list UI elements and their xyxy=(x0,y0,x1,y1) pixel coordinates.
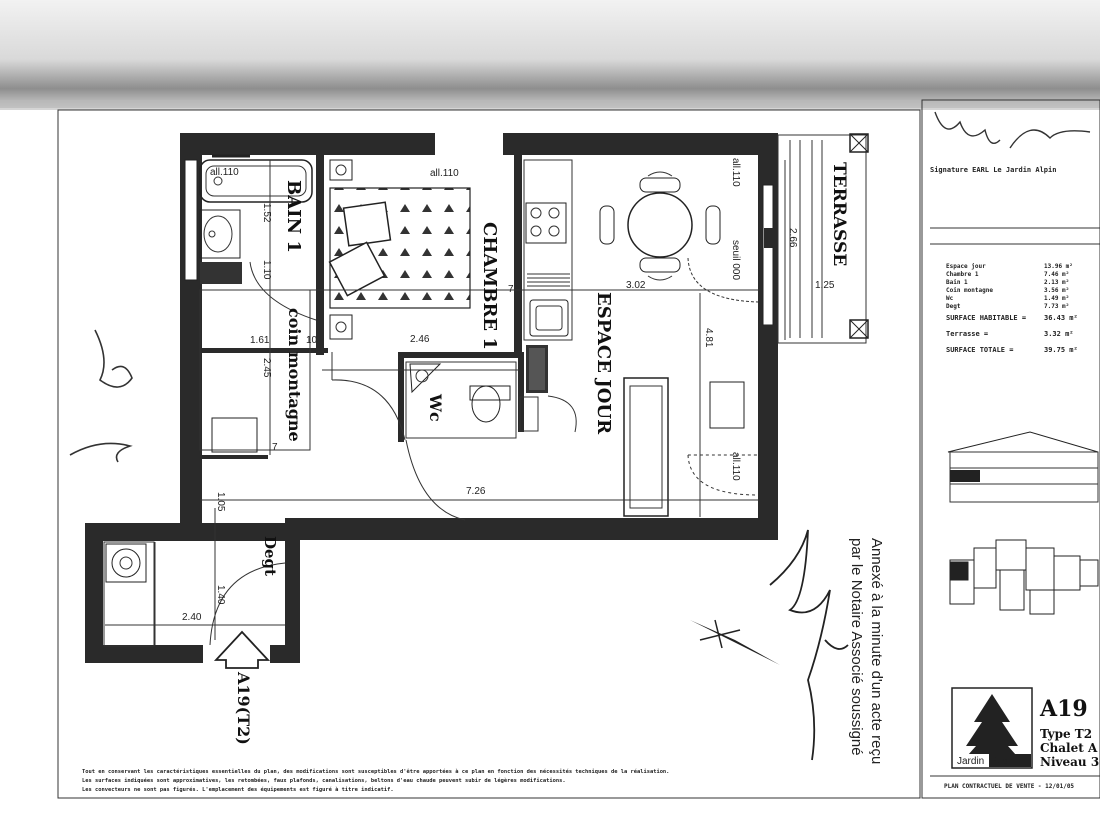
jardin-alpin-logo: Jardin Alpin xyxy=(951,687,1033,769)
dim-all110-chambre: all.110 xyxy=(430,168,459,179)
dim-152: 1.52 xyxy=(261,203,272,223)
dim-all110-bain: all.110 xyxy=(210,167,239,178)
dim-110: 1.10 xyxy=(261,260,272,280)
dim-seuil: seuil 000 xyxy=(730,240,741,280)
type-label: Type T2 xyxy=(1040,727,1092,741)
area-row-label: Espace jour xyxy=(946,263,986,270)
scan-shadow xyxy=(0,0,1100,108)
area-row-value: 7.46 m² xyxy=(1044,271,1069,278)
building-elevation-icon xyxy=(947,431,1099,503)
dim-all110-lower: all.110 xyxy=(730,452,741,481)
site-plan-icon xyxy=(949,539,1099,615)
svg-text:Alpin: Alpin xyxy=(993,756,1015,767)
notary-stamp-line2: par le Notaire Associé soussigné xyxy=(848,538,865,756)
note-line-2: Les surfaces indiquées sont approximativ… xyxy=(82,777,566,784)
area-row-value: 7.73 m² xyxy=(1044,303,1069,310)
entry-arrow-icon xyxy=(213,630,271,669)
area-row-value: 1.49 m² xyxy=(1044,295,1069,302)
dim-7a: 7 xyxy=(508,284,514,295)
surface-habitable-value: 36.43 m² xyxy=(1044,314,1078,322)
svg-text:Jardin: Jardin xyxy=(957,756,984,767)
surface-totale-label: SURFACE TOTALE = xyxy=(946,346,1013,354)
room-label-degt: Degt xyxy=(261,536,279,576)
signature-line: Signature EARL Le Jardin Alpin xyxy=(930,166,1056,174)
dim-125: 1.25 xyxy=(815,280,835,291)
dim-246: 2.46 xyxy=(410,334,430,345)
dim-240: 2.40 xyxy=(182,612,202,623)
area-row-label: Wc xyxy=(946,295,954,302)
terrasse-area xyxy=(777,134,867,344)
handwritten-marks xyxy=(69,329,133,463)
dim-161: 1.61 xyxy=(250,335,270,346)
contract-footer: PLAN CONTRACTUEL DE VENTE - 12/01/05 xyxy=(944,783,1074,790)
unit-label: A19(T2) xyxy=(234,671,253,745)
floor-plan xyxy=(85,133,869,669)
dim-105: 1.05 xyxy=(215,492,226,512)
room-label-espace-jour: ESPACE JOUR xyxy=(593,292,614,435)
dim-302: 3.02 xyxy=(626,280,646,291)
surface-habitable-label: SURFACE HABITABLE = xyxy=(946,314,1026,322)
room-label-wc: Wc xyxy=(426,393,445,422)
legend-frame xyxy=(921,99,1100,799)
area-row-label: Chambre 1 xyxy=(946,271,979,278)
terrasse-label: Terrasse = xyxy=(946,330,988,338)
room-label-bain: BAIN 1 xyxy=(283,180,304,253)
note-line-3: Les convecteurs ne sont pas figurés. L'e… xyxy=(82,786,394,793)
notary-stamp-line1: Annexé à la minute d'un acte reçu xyxy=(868,538,885,764)
north-arrow-icon xyxy=(690,619,780,665)
dim-266: 2.66 xyxy=(787,228,798,248)
area-row-value: 13.96 m² xyxy=(1044,263,1073,270)
lot-number: A19 xyxy=(1039,696,1088,722)
area-row-value: 2.13 m² xyxy=(1044,279,1069,286)
dim-140: 1.40 xyxy=(215,585,226,605)
room-label-coin-montagne: coin montagne xyxy=(285,308,304,442)
dim-481: 4.81 xyxy=(703,328,714,348)
room-label-chambre: CHAMBRE 1 xyxy=(479,222,500,350)
terrasse-value: 3.32 m² xyxy=(1044,330,1074,338)
area-row-label: Bain 1 xyxy=(946,279,968,286)
area-table: Espace jour 13.96 m² Chambre 1 7.46 m² Bain … xyxy=(946,263,1073,310)
area-row-value: 3.56 m² xyxy=(1044,287,1069,294)
area-row-label: Coin montagne xyxy=(946,287,993,294)
surface-totale-value: 39.75 m² xyxy=(1044,346,1078,354)
note-line-1: Tout en conservant les caractéristiques … xyxy=(82,768,669,775)
dim-726: 7.26 xyxy=(466,486,486,497)
dim-7b: 7 xyxy=(272,442,278,453)
notary-signature-icon xyxy=(769,529,849,761)
owner-signature-icon xyxy=(934,111,1091,149)
area-row-label: Degt xyxy=(946,303,961,310)
dim-245: 2.45 xyxy=(261,358,272,378)
room-label-terrasse: TERRASSE xyxy=(829,162,849,266)
dim-all110-espace: all.110 xyxy=(730,158,741,187)
dim-10: 10 xyxy=(306,335,318,346)
chalet-label: Chalet A xyxy=(1040,741,1098,755)
niveau-label: Niveau 3 xyxy=(1040,755,1099,769)
drawing-frame xyxy=(57,109,921,799)
